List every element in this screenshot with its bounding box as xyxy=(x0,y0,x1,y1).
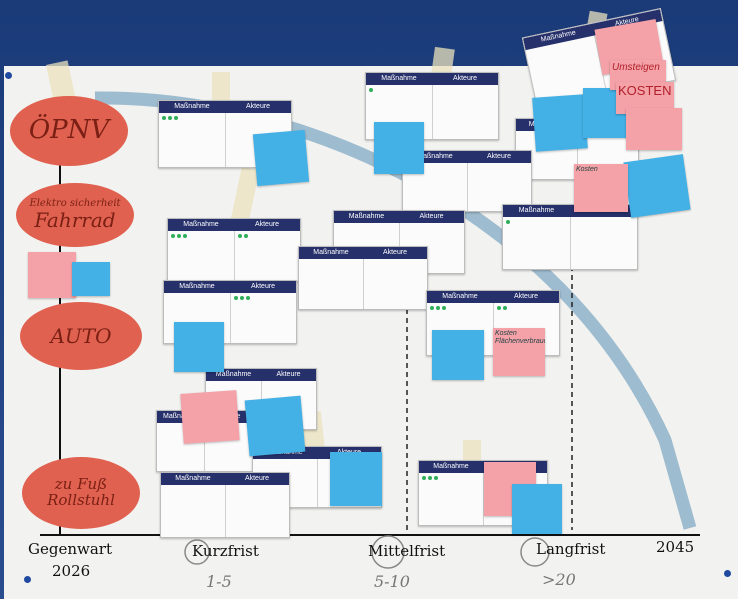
sticky-note-blue xyxy=(72,262,110,296)
measure-card: Maßnahme Akteure xyxy=(163,280,297,344)
sticky-kosten: Kosten xyxy=(576,166,598,173)
header-massnahme: Maßnahme xyxy=(175,475,211,482)
pin xyxy=(24,576,31,583)
header-massnahme: Maßnahme xyxy=(313,249,349,256)
sticky-note-blue xyxy=(244,395,306,457)
header-akteure: Akteure xyxy=(276,371,301,378)
card-header: Maßnahme Akteure xyxy=(159,101,291,113)
header-massnahme: Maßnahme xyxy=(518,207,555,214)
pin xyxy=(5,72,12,79)
sticky-note-blue xyxy=(252,129,310,187)
sticky-kosten-flaechen: Kosten Flächenverbrauch xyxy=(495,330,545,346)
oval-fuss-label: zu Fuß Rollstuhl xyxy=(47,475,115,509)
header-massnahme: Maßnahme xyxy=(179,283,215,290)
oval-fahrrad: Elektro sicherheit Fahrrad xyxy=(16,183,134,247)
label-langfrist: Langfrist xyxy=(536,540,606,558)
header-akteure: Akteure xyxy=(244,475,270,482)
sticky-note-blue xyxy=(374,122,424,174)
sticky-umsteigen: Umsteigen xyxy=(612,62,660,73)
label-lang-range: >20 xyxy=(542,570,576,589)
label-gegenwart: Gegenwart xyxy=(28,540,112,558)
header-akteure: Akteure xyxy=(513,293,539,300)
oval-auto: AUTO xyxy=(20,302,142,370)
oval-fuss: zu Fuß Rollstuhl xyxy=(22,457,140,529)
sticky-note-blue xyxy=(432,330,484,380)
header-massnahme: Maßnahme xyxy=(348,213,385,220)
label-year-now: 2026 xyxy=(52,562,91,580)
sticky-note-pink: Kosten Flächenverbrauch xyxy=(493,328,545,376)
measure-card: Maßnahme Akteure xyxy=(167,218,301,282)
pin xyxy=(724,570,731,577)
header-massnahme: Maßnahme xyxy=(174,103,210,110)
header-akteure: Akteure xyxy=(419,213,444,220)
oval-auto-label: AUTO xyxy=(50,323,112,348)
header-massnahme: Maßnahme xyxy=(442,293,478,300)
header-akteure: Akteure xyxy=(245,103,271,110)
header-akteure: Akteure xyxy=(254,221,280,228)
sticky-note-blue xyxy=(512,484,562,534)
sticky-note-blue xyxy=(623,154,691,218)
sticky-note-pink xyxy=(626,108,682,150)
oval-opnv-label: ÖPNV xyxy=(28,115,110,146)
header-massnahme: Maßnahme xyxy=(163,413,199,420)
sticky-note-blue xyxy=(532,94,588,152)
header-akteure: Akteure xyxy=(250,283,276,290)
label-year-end: 2045 xyxy=(656,538,695,556)
sticky-note-blue xyxy=(174,322,224,372)
header-akteure: Akteure xyxy=(452,75,478,82)
oval-fahrrad-note: Elektro sicherheit xyxy=(29,198,121,210)
header-massnahme: Maßnahme xyxy=(381,75,417,82)
header-akteure: Akteure xyxy=(382,249,408,256)
measure-card: Maßnahme Akteure xyxy=(298,246,428,310)
oval-fahrrad-label: Fahrrad xyxy=(34,207,116,232)
sticky-note-pink xyxy=(180,390,240,444)
header-massnahme: Maßnahme xyxy=(417,153,453,160)
label-mittel-range: 5-10 xyxy=(374,572,410,591)
sticky-kosten-big: KOSTEN xyxy=(618,83,672,98)
oval-opnv: ÖPNV xyxy=(10,96,128,166)
label-mittelfrist: Mittelfrist xyxy=(368,542,446,560)
label-kurzfrist: Kurzfrist xyxy=(192,542,259,560)
sticky-note-pink: Kosten xyxy=(574,164,628,212)
label-kurz-range: 1-5 xyxy=(206,572,232,591)
measure-card: Maßnahme Akteure xyxy=(160,472,290,538)
header-massnahme: Maßnahme xyxy=(433,463,469,470)
sticky-note-pink xyxy=(28,252,76,298)
header-massnahme: Maßnahme xyxy=(215,371,252,378)
sticky-note-blue xyxy=(330,452,382,506)
header-akteure: Akteure xyxy=(486,153,512,160)
header-massnahme: Maßnahme xyxy=(183,221,219,228)
